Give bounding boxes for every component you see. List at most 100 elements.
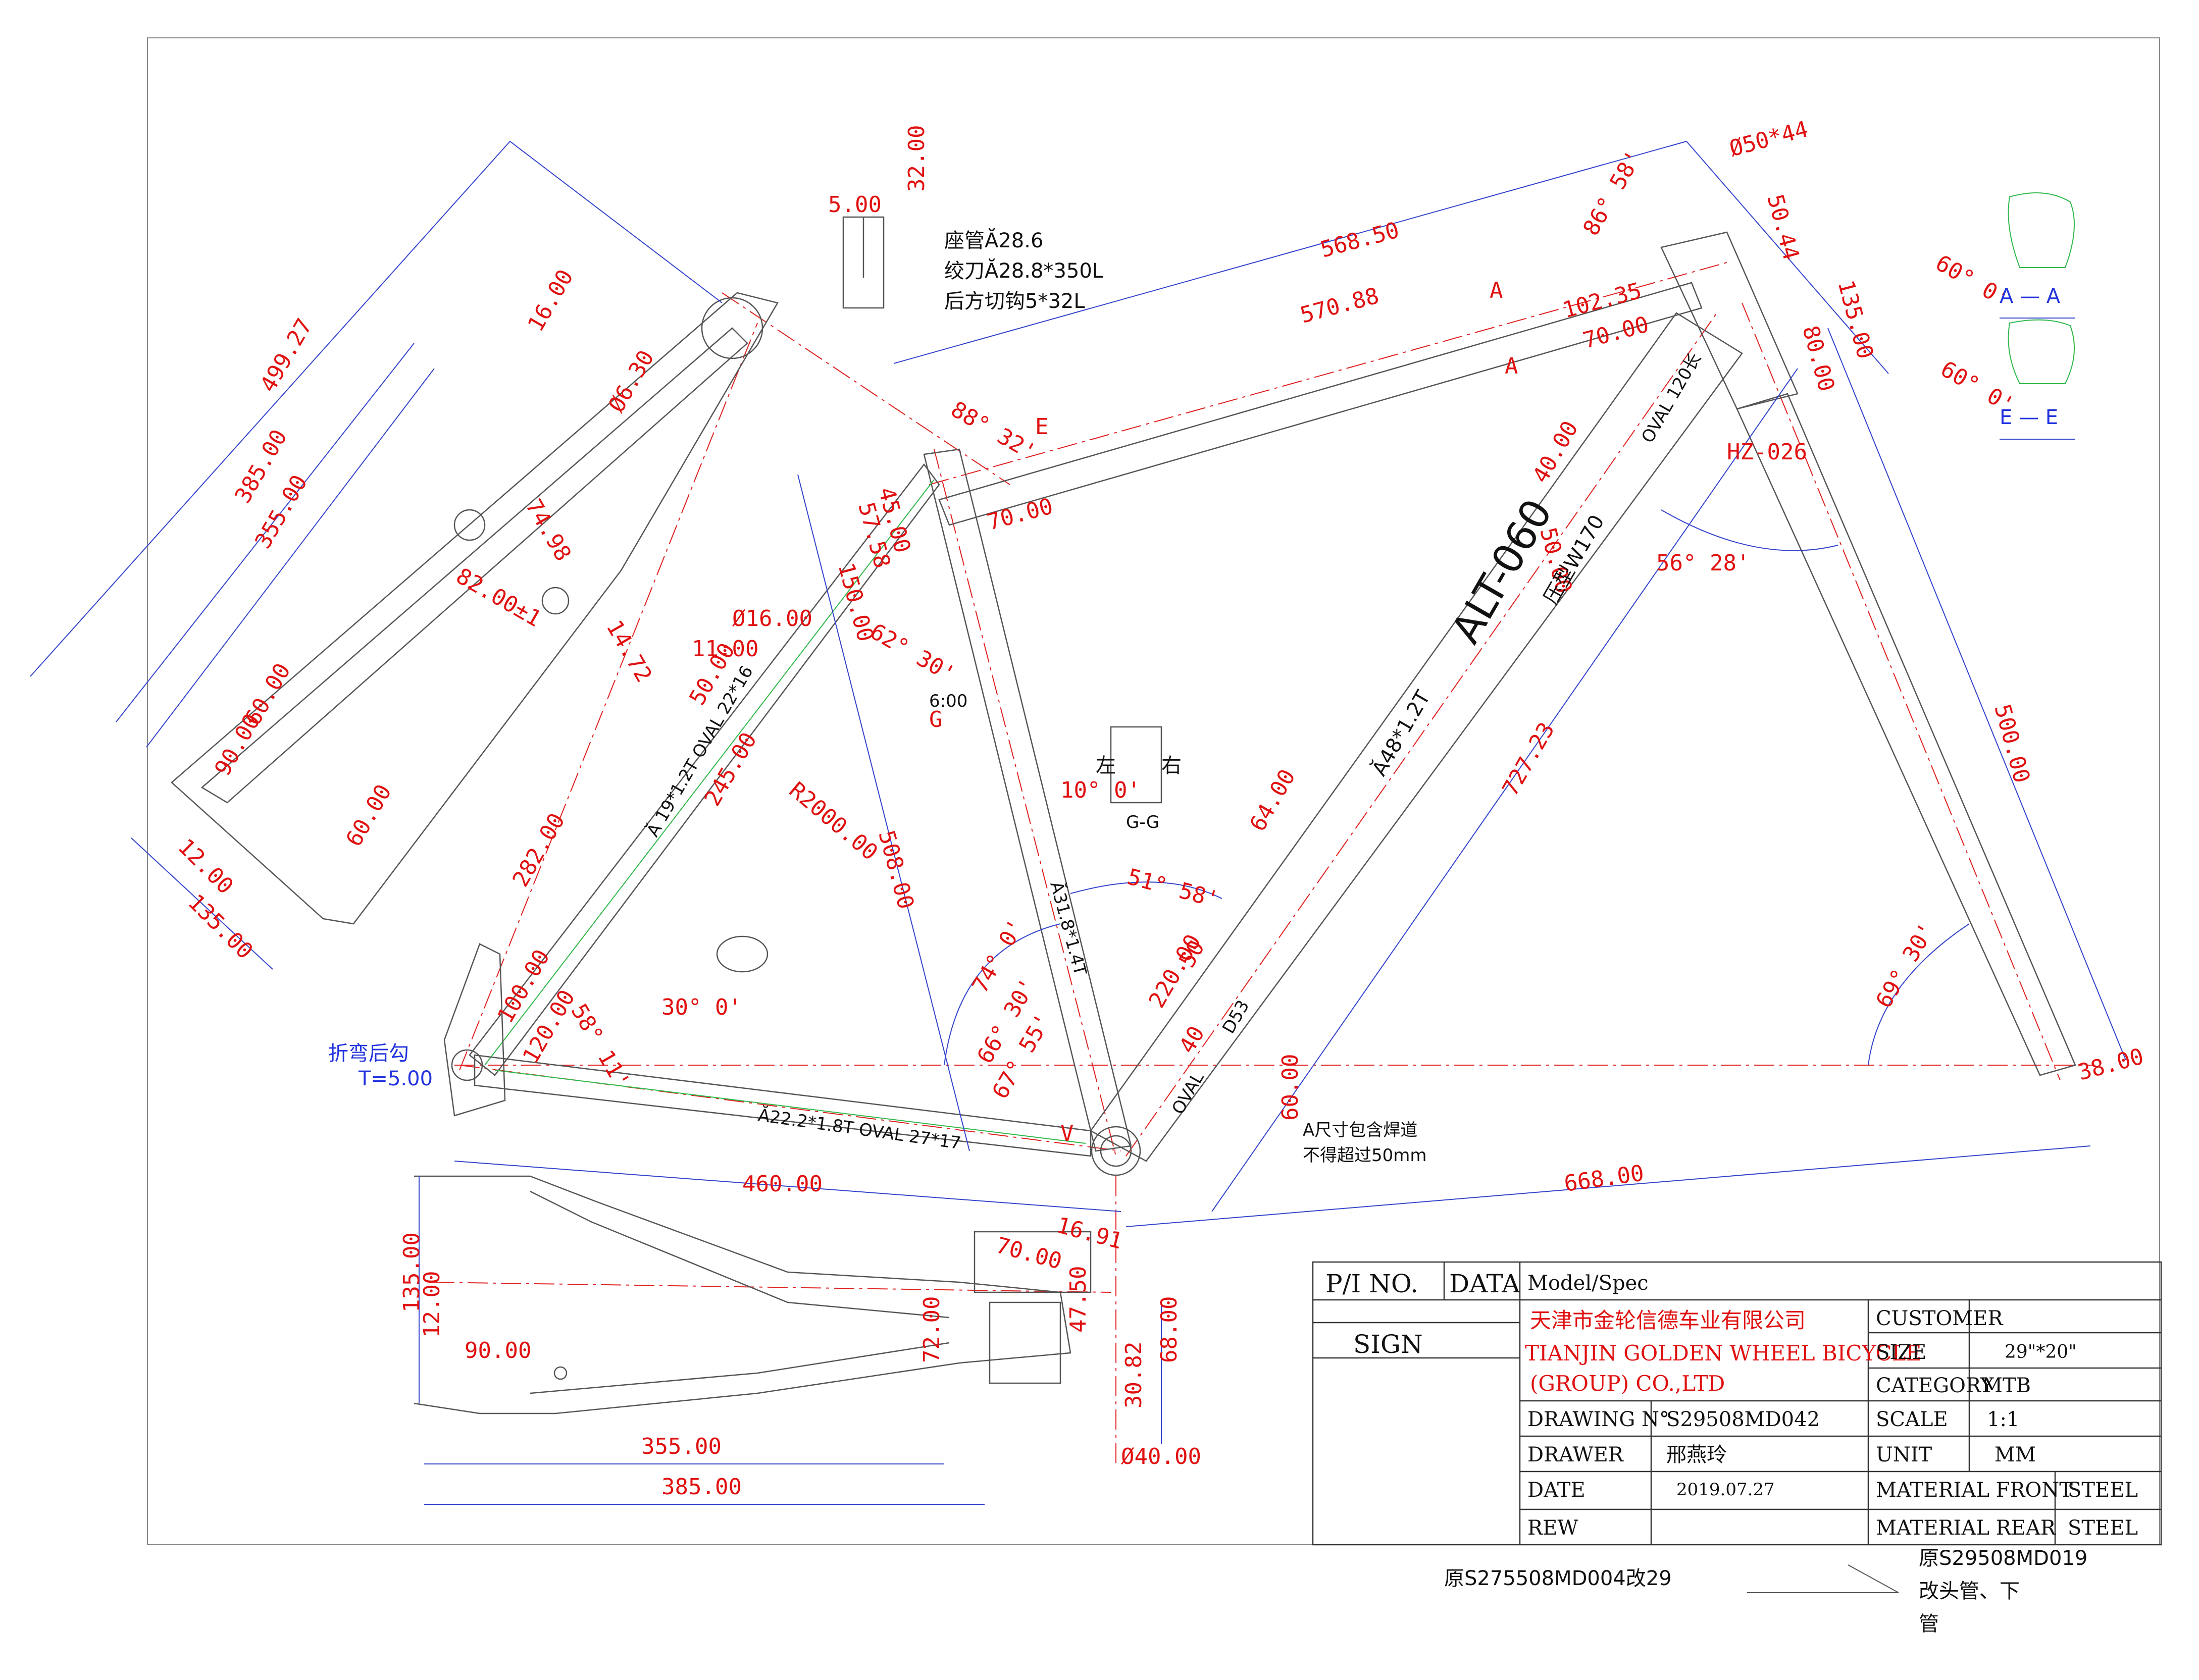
angle-62: 62° 30' [866, 618, 960, 688]
dim-3082: 30.82 [1121, 1342, 1147, 1408]
dim-727: 727.23 [1497, 718, 1560, 800]
section-a-shape [2008, 192, 2075, 268]
angle-58: 58° 11' [566, 1000, 635, 1093]
seat-stay [469, 463, 940, 1076]
dim-line-499 [30, 141, 510, 677]
dim-60c: 60.00 [1277, 1054, 1303, 1121]
angle-detail-30 [716, 935, 769, 973]
down-tube-spec: Ă48*1.2T [1366, 686, 1435, 780]
dim-82: 82.00±1 [452, 563, 546, 632]
center-line-seat-stay [459, 323, 758, 1071]
dropout-1: 折弯后勾 [328, 1042, 409, 1065]
chain-stay [474, 1054, 1092, 1157]
angle-69: 69° 30' [1871, 918, 1940, 1012]
section-g-right: 右 [1161, 754, 1182, 777]
dim-line-460 [454, 1161, 1121, 1212]
dim-line-500 [1827, 328, 2126, 1061]
dim-1472: 14.72 [601, 616, 656, 687]
size-value: 29"*20" [2005, 1342, 2077, 1362]
seat-note-1: 座管Ă28.6 [944, 228, 1043, 252]
dim-16: 16.00 [523, 265, 578, 336]
head-80: 80.00 [1797, 323, 1839, 394]
marker-g: G [929, 707, 943, 732]
head-5044: 50.44 [1762, 192, 1804, 263]
angle-56: 56° 28' [1656, 550, 1750, 576]
drawing-no-value: S29508MD042 [1666, 1408, 1820, 1431]
weld-note-2: 不得超过50mm [1303, 1145, 1427, 1166]
dim-38: 38.00 [2075, 1043, 2146, 1086]
dim-68: 68.00 [1156, 1296, 1182, 1363]
dim-40c: Ø40.00 [1121, 1444, 1201, 1469]
center-line-fork [1742, 302, 2061, 1081]
time-6: 6:00 [929, 691, 967, 711]
footer-right-1: 原S29508MD019 [1919, 1547, 2087, 1570]
dim-arc-56 [1661, 509, 1838, 551]
section-g-label: G-G [1126, 812, 1159, 832]
dim-6: Ø6.30 [603, 346, 659, 416]
category-label: CATEGORY [1876, 1374, 1994, 1397]
drawer-value: 邢燕玲 [1666, 1443, 1727, 1466]
marker-a1: A [1490, 278, 1503, 303]
down-tube [1090, 312, 1743, 1162]
dim-90b: 90.00 [465, 1338, 531, 1363]
seat-stay-upper [484, 479, 935, 1066]
marker-v: V [1060, 1121, 1074, 1146]
dim-72: 72.00 [919, 1296, 945, 1363]
frame-geometry [171, 192, 2095, 1464]
angle-86: 86° 58' [1578, 146, 1647, 240]
seat-top-32: 32.00 [904, 125, 930, 192]
center-line-seat-tube [934, 449, 1116, 1157]
material-front-label: MATERIAL FRONT [1876, 1479, 2073, 1502]
bb-shell-plan [989, 1301, 1061, 1384]
center-line-top-tube [929, 262, 1727, 485]
dim-arc-69 [1868, 923, 1970, 1066]
dim-4750: 47.50 [1065, 1266, 1091, 1333]
dim-line-668 [1126, 1145, 2091, 1227]
rear-arm-eye-2 [541, 587, 570, 615]
dim-line-top [893, 141, 1687, 364]
dim-r2000: R2000.00 [784, 777, 883, 865]
time-11: 11:00 [692, 636, 758, 662]
head-050: Ø50*44 [1727, 116, 1811, 162]
plan-eye [553, 1366, 568, 1380]
drawing-border [147, 37, 2160, 1545]
bridge-plate [974, 1231, 1092, 1293]
dimension-labels: 5.0032.00568.50570.88Ø50*4450.44135.0080… [173, 116, 2146, 1500]
dim-70b: 70.00 [985, 493, 1056, 536]
dim-line-385 [116, 343, 415, 722]
dim-40a: 40.00 [1527, 416, 1583, 487]
oval-120: OVAL 120长 [1638, 349, 1705, 446]
dim-12b: 12.00 [419, 1271, 445, 1338]
footer-left: 原S275508MD004改29 [1444, 1567, 1672, 1590]
company-en-1: TIANJIN GOLDEN WHEEL BICYCLE [1525, 1341, 1921, 1366]
dim-499: 499.27 [255, 314, 318, 396]
material-rear-value: STEEL [2068, 1516, 2138, 1540]
head-label: HZ-026 [1727, 439, 1807, 465]
dim-668: 668.00 [1562, 1160, 1646, 1197]
chainstay-plan-inner [530, 1190, 950, 1319]
unit-label: UNIT [1876, 1443, 1932, 1466]
dim-60b: 60.00 [341, 780, 396, 851]
angle-30: 30° 0' [661, 994, 742, 1020]
rear-arm-inner [200, 327, 748, 804]
chainstay-plan-view [414, 1175, 1071, 1414]
top-tube [938, 282, 1703, 526]
data-label: DATA [1449, 1269, 1520, 1298]
rear-dropout-outline [443, 943, 506, 1117]
seat-tube-spec: Ă31.8*1.4T [1046, 879, 1091, 978]
section-g-left: 左 [1096, 754, 1116, 777]
company-en-2: (GROUP) CO.,LTD [1530, 1371, 1725, 1396]
chain-stay-weld [494, 1070, 1086, 1144]
size-label: SIZE [1876, 1341, 1926, 1364]
dim-line-508 [797, 474, 970, 1151]
footer-right-2: 改头管、下 [1919, 1580, 2020, 1603]
marker-a2: A [1505, 353, 1518, 379]
dim-arc-74 [944, 923, 1061, 1066]
dim-70c: 70.00 [993, 1232, 1064, 1275]
chain-stay-spec: Ă22.2*1.8T OVAL 27*17 [757, 1105, 962, 1153]
head-tube [1660, 231, 1799, 410]
fork-outline [1736, 393, 2076, 1076]
section-e-shape [2008, 319, 2075, 384]
seat-tube [923, 448, 1132, 1152]
